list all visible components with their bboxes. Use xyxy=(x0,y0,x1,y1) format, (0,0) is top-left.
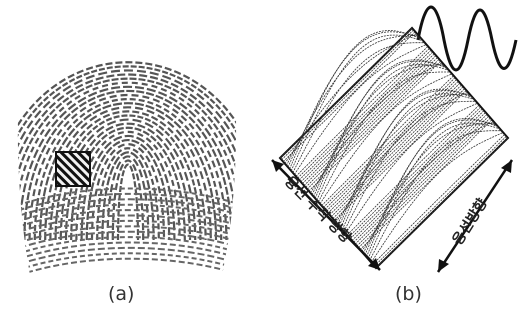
surface-frame xyxy=(280,28,508,268)
fingerprint-image xyxy=(0,0,260,326)
label-ridge-direction: 융선방향 xyxy=(449,195,491,248)
sine-wave xyxy=(418,7,516,70)
panel-b: 융선 수직 방향 융선방향 (b) xyxy=(260,0,522,326)
ridge-surface-mesh xyxy=(280,28,508,268)
hatched-square-marker xyxy=(56,152,90,186)
fingerprint-ridges xyxy=(0,62,260,278)
caption-a: (a) xyxy=(108,283,134,305)
ridge-surface-plot: 융선 수직 방향 융선방향 xyxy=(260,0,522,326)
panel-a: (a) xyxy=(0,0,260,326)
caption-b: (b) xyxy=(395,283,422,305)
